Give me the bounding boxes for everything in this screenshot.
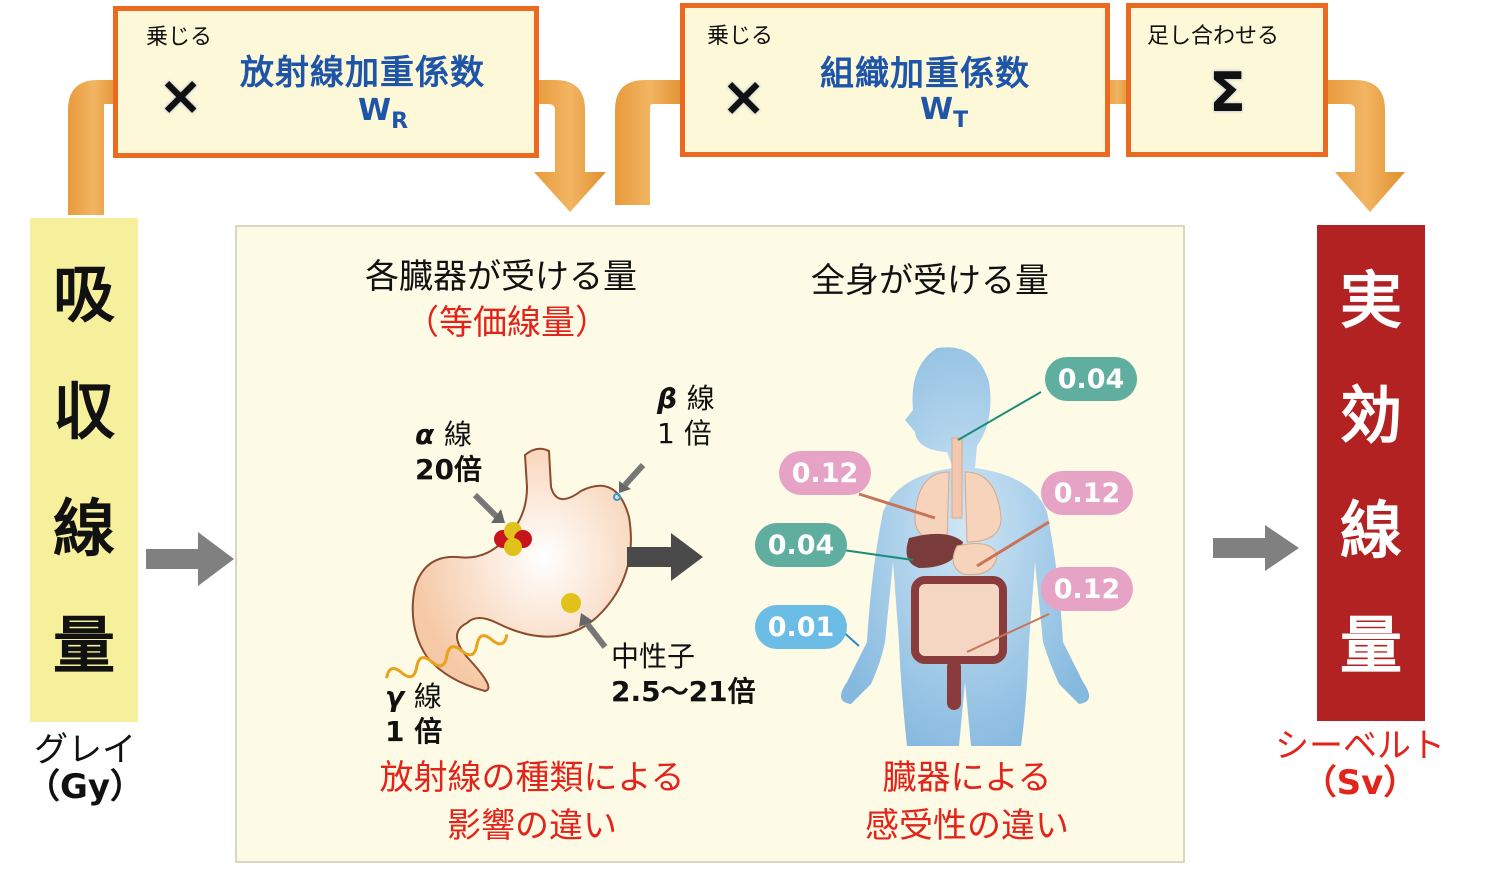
beta-symbol: β (657, 382, 678, 415)
radiation-type-caption: 放射線の種類による 影響の違い (347, 755, 717, 850)
sievert-unit-symbol: （Sv） (1302, 763, 1418, 804)
alpha-factor: 20倍 (415, 453, 482, 486)
right-arrow-icon (1213, 525, 1299, 571)
t-subscript: T (953, 108, 969, 133)
multiply-label: 乗じる (146, 25, 213, 50)
human-body-illustration (840, 347, 1090, 746)
whole-body-heading: 全身が受ける量 (811, 261, 1049, 301)
gray-unit-symbol: （Gy） (25, 767, 145, 808)
neutron-factor: 2.5〜21倍 (611, 675, 756, 708)
wt-symbol: WT (920, 92, 968, 133)
tissue-weighting-box: 乗じる × 組織加重係数 WT (680, 3, 1110, 157)
beta-ray-label: β 線 1 倍 (657, 381, 715, 451)
absorbed-char: 収 (52, 374, 115, 448)
stomach-weight-bubble: 0.12 (1041, 471, 1133, 515)
equivalent-dose-heading: （等価線量） (405, 303, 609, 343)
sievert-unit-label: シーベルト （Sv） (1250, 726, 1470, 804)
multiply-label: 乗じる (707, 24, 774, 49)
radiation-weighting-box: 乗じる × 放射線加重係数 WR (113, 6, 539, 158)
effective-dose-column: 実 効 線 量 (1317, 225, 1425, 721)
neutron-name: 中性子 (611, 640, 696, 673)
ray-name: 線 (413, 680, 442, 713)
r-subscript: R (391, 109, 409, 134)
absorbed-char: 線 (52, 491, 115, 565)
flow-arrows (68, 80, 1405, 215)
gamma-factor: 1 倍 (385, 715, 443, 748)
effective-char: 実 (1339, 263, 1402, 337)
w-letter: W (920, 92, 954, 127)
absorbed-char: 量 (52, 608, 115, 682)
stomach-illustration (385, 447, 646, 693)
skin-weight-bubble: 0.01 (755, 605, 847, 649)
ray-name: 線 (686, 382, 715, 415)
gray-unit-name: グレイ (34, 730, 136, 770)
right-arrow-icon (627, 533, 703, 581)
radiation-weighting-title: 放射線加重係数 (240, 53, 485, 93)
caption-line: 臓器による (882, 758, 1052, 798)
sievert-unit-name: シーベルト (1275, 726, 1445, 766)
thyroid-weight-bubble: 0.04 (1045, 357, 1137, 401)
organ-dose-heading: 各臓器が受ける量 (365, 257, 637, 297)
neutron-label: 中性子 2.5〜21倍 (611, 639, 756, 709)
effective-char: 効 (1339, 378, 1402, 452)
absorbed-dose-column: 吸 収 線 量 (30, 218, 138, 722)
gamma-symbol: γ (385, 680, 405, 713)
alpha-ray-label: α 線 20倍 (415, 417, 482, 487)
caption-line: 放射線の種類による (379, 758, 685, 798)
multiply-icon: × (158, 64, 204, 127)
ray-name: 線 (444, 418, 473, 451)
tissue-weighting-title: 組織加重係数 (820, 54, 1030, 94)
sum-box: 足し合わせる Σ (1126, 3, 1328, 157)
multiply-icon: × (721, 65, 767, 128)
alpha-symbol: α (415, 418, 435, 451)
dose-calculation-panel: 各臓器が受ける量 （等価線量） 全身が受ける量 α 線 20倍 β 線 1 倍 (235, 225, 1185, 863)
gray-unit-label: グレイ （Gy） (15, 730, 155, 808)
right-arrow-icon (146, 532, 234, 586)
gamma-ray-label: γ 線 1 倍 (385, 679, 442, 749)
sigma-icon: Σ (1209, 61, 1246, 124)
liver-weight-bubble: 0.04 (755, 523, 847, 567)
colon-weight-bubble: 0.12 (1041, 567, 1133, 611)
lung-weight-bubble: 0.12 (779, 451, 871, 495)
organ-sensitivity-caption: 臓器による 感受性の違い (827, 755, 1107, 850)
sum-label: 足し合わせる (1147, 24, 1280, 49)
caption-line: 影響の違い (447, 805, 617, 846)
caption-line: 感受性の違い (865, 805, 1069, 846)
effective-char: 量 (1339, 608, 1402, 682)
beta-factor: 1 倍 (657, 417, 712, 450)
w-letter: W (358, 93, 392, 128)
effective-char: 線 (1339, 493, 1402, 567)
absorbed-char: 吸 (52, 257, 115, 331)
wr-symbol: WR (358, 93, 408, 134)
